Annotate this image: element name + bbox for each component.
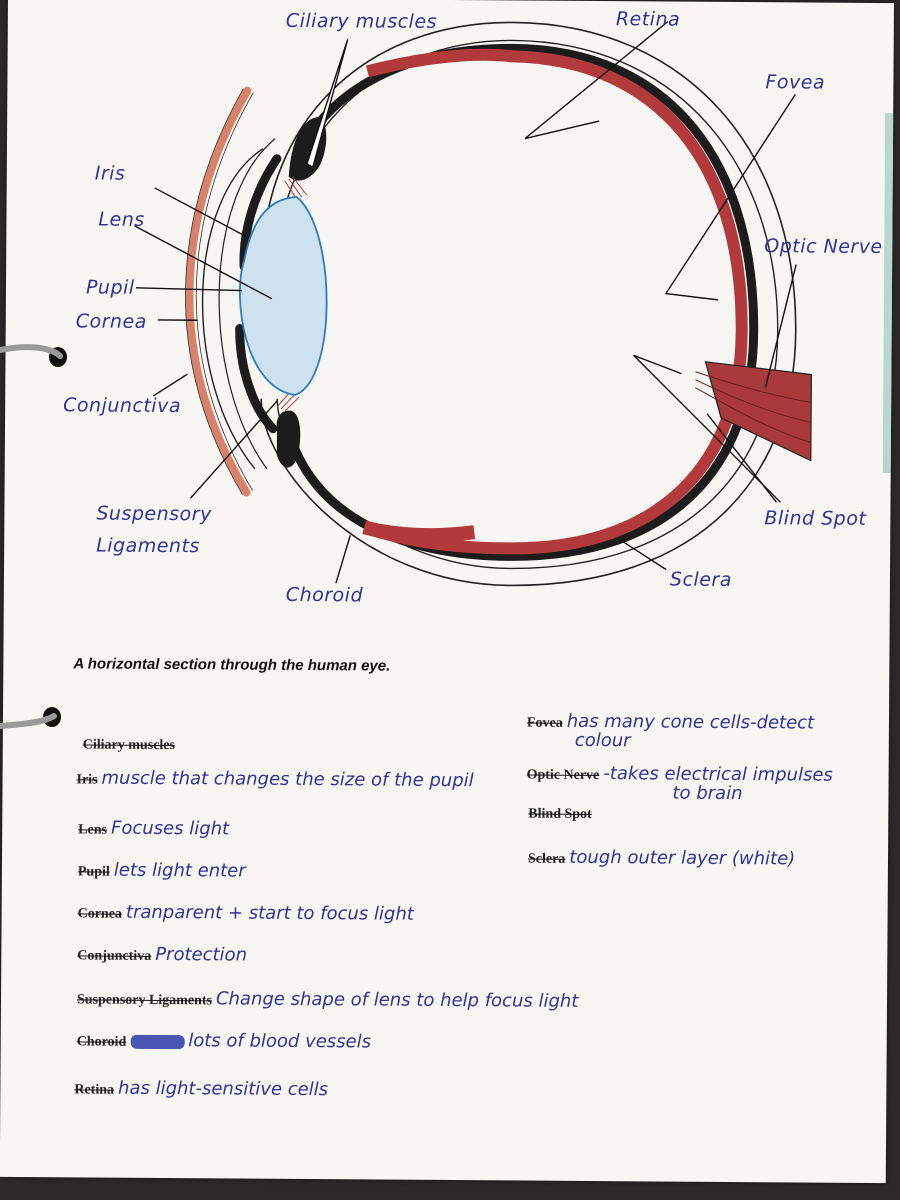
suspensory-ligaments-top (284, 176, 308, 200)
term-definition: lots of blood vessels (188, 1030, 372, 1053)
term-label: Cornea (77, 906, 122, 922)
label-suspensory-2: Ligaments (96, 535, 200, 558)
sclera-inner-outline (275, 39, 779, 570)
scribbled-out-word (130, 1034, 185, 1049)
eye-diagram: Ciliary muscles Retina Fovea Iris Lens O… (63, 8, 883, 607)
term-definition: muscle that changes the size of the pupi… (101, 767, 474, 792)
binder-ring-top (0, 344, 67, 367)
retina-lower-thick (362, 520, 476, 543)
conjunctiva (185, 86, 252, 497)
term-label: Suspensory Ligaments (76, 992, 213, 1009)
term-label: Lens (78, 822, 108, 838)
cornea-inner (218, 138, 276, 470)
term-label: Pupil (77, 864, 110, 880)
glossary-ciliary-muscles: Ciliary muscles (83, 733, 175, 754)
optic-nerve-fibres (695, 371, 812, 444)
iris-top (239, 154, 282, 272)
label-suspensory-1: Suspensory (96, 503, 212, 526)
glossary-optic-nerve: Optic Nerve-takes electrical impulses to… (526, 763, 833, 805)
label-ciliary-muscles: Ciliary muscles (286, 10, 437, 33)
term-definition: lets light enter (113, 859, 246, 882)
retina-layer (362, 48, 748, 555)
label-iris: Iris (95, 163, 126, 185)
conjunctiva-outline (185, 88, 254, 495)
label-blind-spot: Blind Spot (764, 507, 867, 530)
term-label: Optic Nerve (526, 767, 600, 784)
term-label: Iris (76, 772, 98, 788)
label-cornea: Cornea (76, 310, 147, 332)
term-label: Choroid (76, 1034, 127, 1050)
suspensory-ligaments-bottom (276, 392, 300, 412)
term-definition: Change shape of lens to help focus light (215, 988, 579, 1012)
label-sclera: Sclera (670, 569, 732, 591)
term-label: Retina (74, 1082, 115, 1098)
diagram-caption: A horizontal section through the human e… (73, 655, 391, 675)
iris-bottom (235, 324, 278, 434)
glossary-choroid: Choroid lots of blood vessels (77, 1029, 371, 1052)
term-label: Ciliary muscles (82, 737, 175, 754)
ciliary-muscle-bottom (276, 410, 301, 468)
cornea-outer (201, 148, 264, 470)
label-retina: Retina (616, 8, 680, 30)
label-conjunctiva: Conjunctiva (63, 394, 181, 417)
leader-lines (134, 20, 797, 584)
term-definition: tough outer layer (white) (569, 846, 796, 870)
binder-ring-bottom (0, 707, 61, 729)
label-choroid: Choroid (286, 584, 364, 607)
label-pupil: Pupil (86, 276, 135, 298)
label-fovea: Fovea (765, 71, 825, 93)
term-label: Fovea (526, 715, 563, 731)
term-label: Conjunctiva (77, 948, 152, 964)
sclera-outline (260, 21, 797, 587)
term-definition: Protection (155, 943, 248, 966)
term-label: Sclera (527, 851, 566, 867)
label-optic-nerve: Optic Nerve (764, 235, 883, 258)
glossary-blind-spot: Blind Spot (528, 803, 592, 823)
label-lens: Lens (98, 209, 144, 231)
term-label: Blind Spot (528, 806, 592, 823)
term-definition: tranparent + start to focus light (125, 901, 414, 925)
term-definition: Focuses light (110, 817, 230, 840)
term-definition-line2: to brain (672, 782, 743, 805)
lens (239, 196, 328, 396)
term-definition: has light-sensitive cells (117, 1077, 329, 1101)
